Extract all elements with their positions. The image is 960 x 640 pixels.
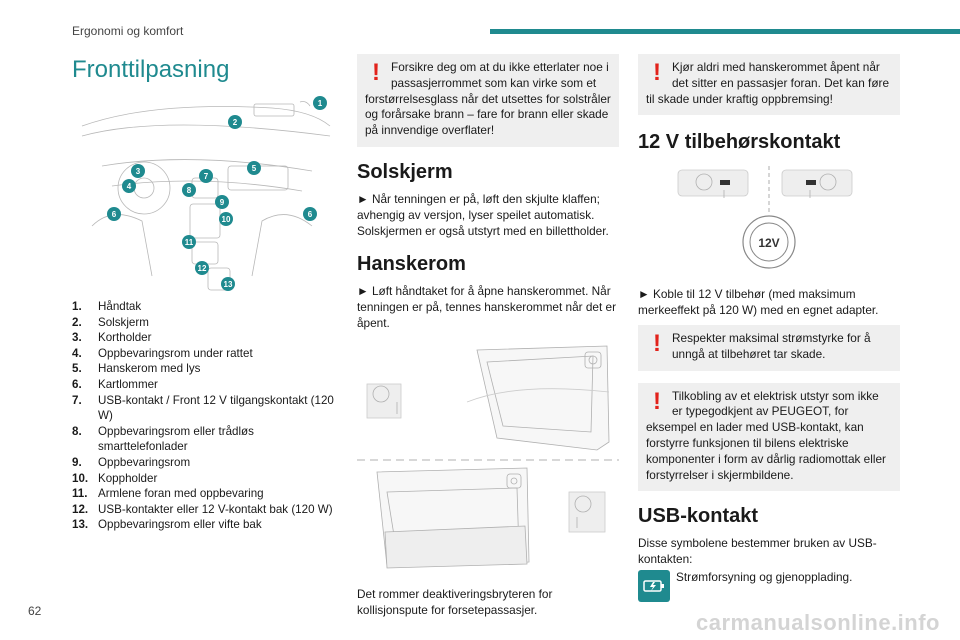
svg-text:10: 10 (222, 215, 231, 224)
warning-icon: ! (653, 59, 661, 86)
svg-text:1: 1 (318, 99, 323, 108)
callout-3: 3 (131, 164, 145, 178)
callout-6-right: 6 (303, 207, 317, 221)
callout-9: 9 (215, 195, 229, 209)
socket-label: 12V (758, 236, 779, 250)
callout-6-left: 6 (107, 207, 121, 221)
warning-box-fire: ! Forsikre deg om at du ikke etterlater … (357, 54, 619, 147)
svg-text:4: 4 (127, 182, 132, 191)
legend-item: 9.Oppbevaringsrom (72, 455, 191, 469)
usb-item-text: Strømforsyning og gjenopplading. (676, 569, 853, 584)
usb-text: Disse symbolene bestemmer bruken av USB-… (638, 536, 877, 567)
column-3: ! Kjør aldri med hanskerommet åpent når … (638, 54, 900, 602)
legend-list: 1.Håndtak 2.Solskjerm 3.Kortholder 4.Opp… (72, 299, 340, 533)
legend-item: 2.Solskjerm (72, 315, 149, 329)
svg-text:11: 11 (185, 238, 194, 247)
callout-10: 10 (219, 212, 233, 226)
svg-text:2: 2 (233, 118, 238, 127)
heading-12v-socket: 12 V tilbehørskontakt (638, 131, 841, 154)
glovebox-illustration (357, 345, 619, 569)
glovebox-caption: Det rommer deaktiveringsbryteren for kol… (357, 586, 553, 617)
callout-5: 5 (247, 161, 261, 175)
callout-11: 11 (182, 235, 196, 249)
callout-8: 8 (182, 183, 196, 197)
svg-text:7: 7 (204, 172, 209, 181)
callout-2: 2 (228, 115, 242, 129)
callout-12: 12 (195, 261, 209, 275)
dashboard-diagram: 1 2 3 4 5 6 6 7 8 9 10 11 12 13 (81, 96, 331, 291)
svg-text:6: 6 (308, 210, 313, 219)
legend-item: 10.Koppholder (72, 471, 158, 485)
callout-7: 7 (199, 169, 213, 183)
svg-text:5: 5 (252, 164, 257, 173)
page-title: Fronttilpasning (72, 56, 230, 83)
legend-item: 7.USB-kontakt / Front 12 V tilgangskonta… (72, 393, 334, 423)
page-number: 62 (28, 604, 42, 618)
legend-item: 6.Kartlommer (72, 377, 158, 391)
svg-text:8: 8 (187, 186, 192, 195)
legend-item: 12.USB-kontakter eller 12 V-kontakt bak … (72, 502, 333, 516)
section-title: Ergonomi og komfort (72, 24, 184, 38)
usb-symbol-row: Strømforsyning og gjenopplading. (638, 569, 900, 602)
legend-item: 11.Armlene foran med oppbevaring (72, 487, 264, 501)
warning-box-glovebox: ! Kjør aldri med hanskerommet åpent når … (638, 54, 900, 116)
socket-text: ► Koble til 12 V tilbehør (med maksimum … (638, 287, 879, 318)
svg-text:3: 3 (136, 167, 141, 176)
legend-item: 3.Kortholder (72, 331, 152, 345)
warning-box-equipment: ! Tilkobling av et elektrisk utstyr som … (638, 382, 900, 492)
heading-usb: USB-kontakt (638, 505, 759, 528)
heading-hanskerom: Hanskerom (357, 253, 466, 276)
warning-box-current: ! Respekter maksimal strømstyrke for å u… (638, 324, 900, 371)
column-2: ! Forsikre deg om at du ikke etterlater … (357, 54, 619, 624)
svg-text:13: 13 (224, 280, 233, 289)
callout-4: 4 (122, 179, 136, 193)
legend-item: 4.Oppbevaringsrom under rattet (72, 346, 253, 360)
heading-solskjerm: Solskjerm (357, 160, 453, 183)
svg-text:6: 6 (112, 210, 117, 219)
legend-item: 8.Oppbevaringsrom eller trådløs smarttel… (72, 424, 254, 454)
battery-charging-icon (638, 569, 670, 602)
svg-text:9: 9 (220, 198, 225, 207)
legend-item: 1.Håndtak (72, 300, 142, 313)
callout-1: 1 (313, 96, 327, 110)
12v-socket-illustration: 12V (677, 166, 853, 269)
legend-item: 5.Hanskerom med lys (72, 362, 201, 376)
watermark: carmanualsonline.info (696, 610, 940, 635)
solskjerm-text: ► Når tenningen er på, løft den skjulte … (357, 191, 609, 238)
header-accent-bar (490, 29, 960, 34)
hanskerom-text: ► Løft håndtaket for å åpne hanskerommet… (357, 284, 617, 330)
warning-icon: ! (372, 59, 380, 86)
warning-icon: ! (653, 329, 661, 357)
legend-item: 13.Oppbevaringsrom eller vifte bak (72, 518, 262, 532)
svg-text:12: 12 (198, 264, 207, 273)
callout-13: 13 (221, 277, 235, 291)
warning-icon: ! (653, 387, 661, 415)
